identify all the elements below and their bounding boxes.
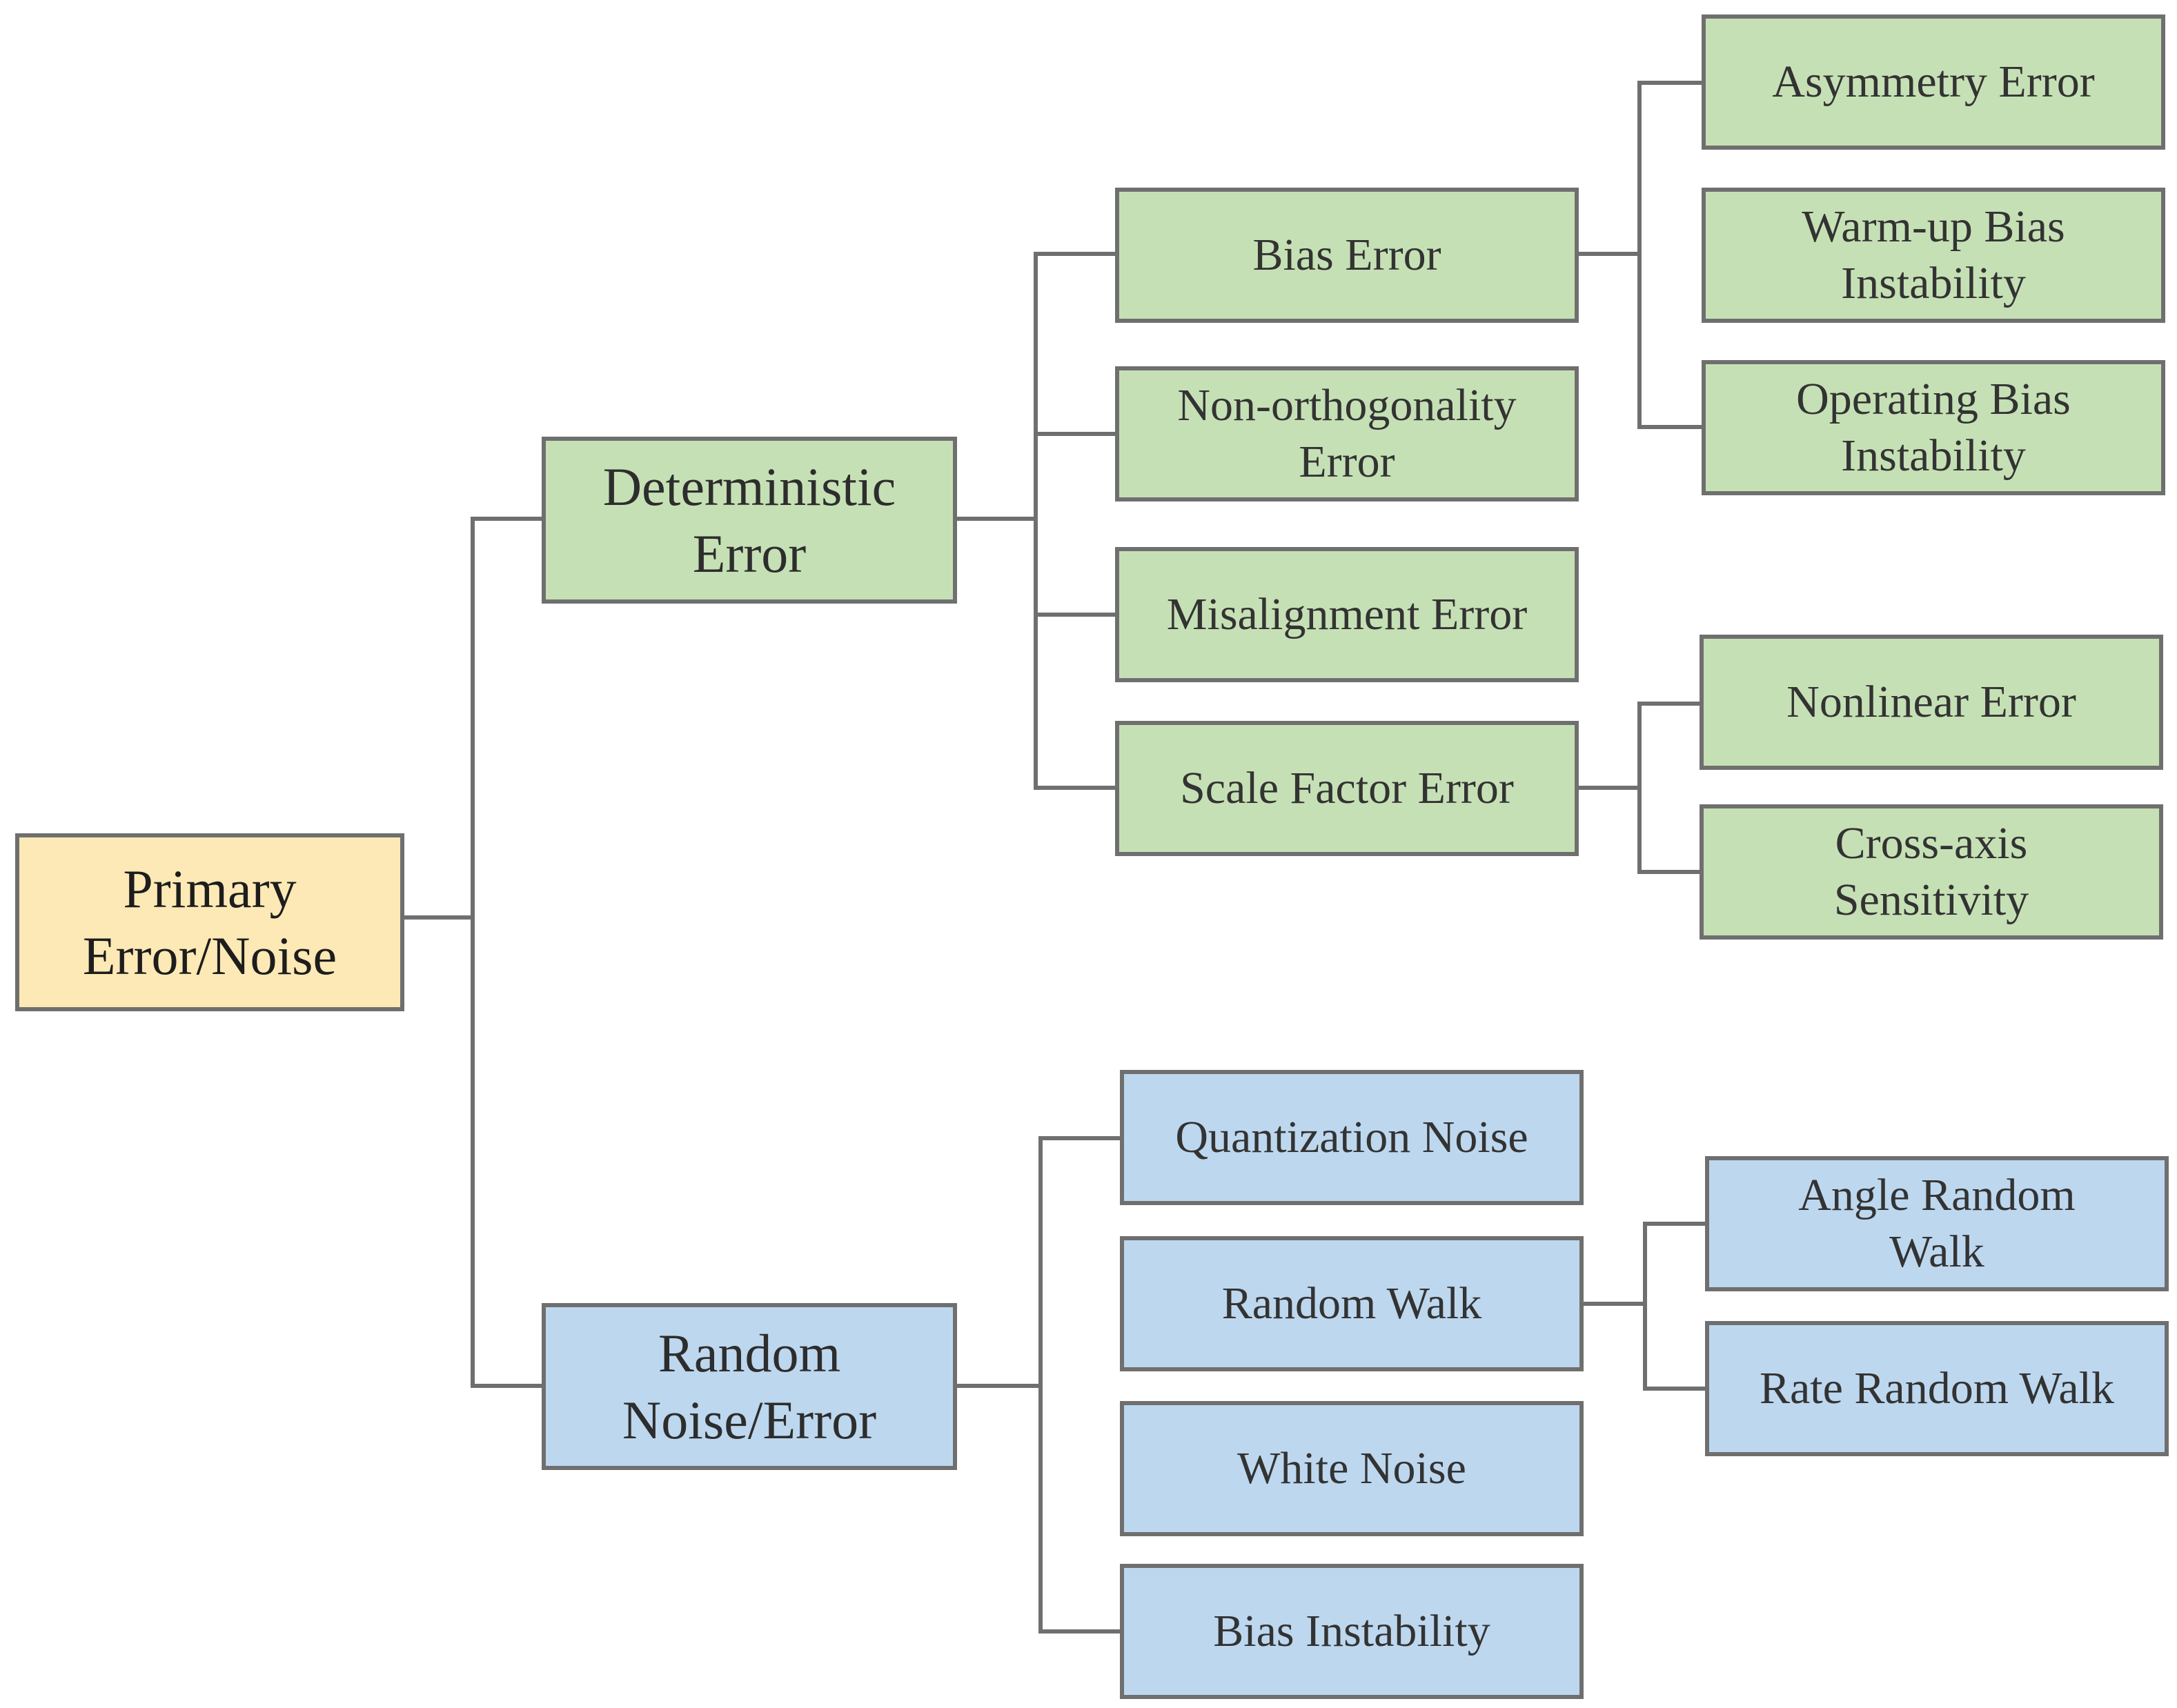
- node-label: Angle Random Walk: [1798, 1169, 2076, 1278]
- connector-line: [400, 915, 473, 920]
- connector-line: [1637, 81, 1642, 429]
- warm-up-bias-instability-node: Warm-up Bias Instability: [1702, 188, 2165, 323]
- asymmetry-error-node: Asymmetry Error: [1702, 14, 2165, 150]
- connector-line: [1643, 1387, 1706, 1391]
- connector-line: [1637, 702, 1642, 874]
- connector-line: [1577, 252, 1639, 256]
- white-noise-node: White Noise: [1120, 1401, 1584, 1536]
- operating-bias-instability-node: Operating Bias Instability: [1702, 360, 2165, 495]
- node-label: Random Noise/Error: [622, 1322, 877, 1451]
- node-label: Scale Factor Error: [1180, 762, 1514, 813]
- connector-line: [1034, 252, 1038, 790]
- connector-line: [1038, 1136, 1121, 1140]
- random-walk-node: Random Walk: [1120, 1236, 1584, 1371]
- connector-line: [1577, 786, 1639, 790]
- node-label: Bias Error: [1252, 229, 1441, 280]
- node-label: Nonlinear Error: [1786, 676, 2076, 727]
- quantization-noise-node: Quantization Noise: [1120, 1070, 1584, 1205]
- node-label: Warm-up Bias Instability: [1802, 201, 2065, 309]
- node-label: Cross-axis Sensitivity: [1833, 817, 2029, 926]
- scale-factor-error-node: Scale Factor Error: [1115, 721, 1579, 856]
- primary-error-noise-node: Primary Error/Noise: [15, 833, 404, 1011]
- bias-error-node: Bias Error: [1115, 188, 1579, 323]
- connector-line: [1637, 870, 1701, 874]
- node-label: Non-orthogonality Error: [1177, 379, 1517, 488]
- connector-line: [1637, 81, 1703, 85]
- connector-line: [1637, 425, 1703, 429]
- connector-line: [955, 1384, 1041, 1388]
- node-label: Random Walk: [1221, 1278, 1482, 1329]
- connector-line: [955, 517, 1036, 521]
- connector-line: [1034, 786, 1116, 790]
- connector-line: [1038, 1136, 1043, 1633]
- connector-line: [1038, 1629, 1121, 1633]
- node-label: Primary Error/Noise: [82, 858, 337, 986]
- random-noise-error-node: Random Noise/Error: [542, 1303, 957, 1470]
- connector-line: [471, 1384, 543, 1388]
- node-label: Asymmetry Error: [1772, 56, 2095, 107]
- misalignment-error-node: Misalignment Error: [1115, 547, 1579, 682]
- connector-line: [1581, 1302, 1645, 1306]
- angle-random-walk-node: Angle Random Walk: [1705, 1156, 2169, 1291]
- cross-axis-sensitivity-node: Cross-axis Sensitivity: [1700, 804, 2163, 940]
- node-label: Rate Random Walk: [1759, 1362, 2115, 1413]
- nonlinear-error-node: Nonlinear Error: [1700, 635, 2163, 770]
- connector-line: [1034, 252, 1116, 256]
- connector-line: [1637, 702, 1701, 706]
- node-label: Quantization Noise: [1175, 1111, 1528, 1162]
- node-label: Operating Bias Instability: [1796, 373, 2071, 481]
- node-label: Deterministic Error: [602, 456, 896, 584]
- deterministic-error-node: Deterministic Error: [542, 437, 957, 604]
- node-label: White Noise: [1237, 1442, 1466, 1493]
- node-label: Bias Instability: [1213, 1605, 1490, 1656]
- connector-line: [471, 517, 475, 1388]
- connector-line: [1034, 613, 1116, 617]
- connector-line: [1034, 432, 1116, 436]
- bias-instability-node: Bias Instability: [1120, 1564, 1584, 1699]
- connector-line: [1643, 1222, 1647, 1391]
- connector-line: [471, 517, 543, 521]
- connector-line: [1643, 1222, 1706, 1226]
- node-label: Misalignment Error: [1166, 588, 1528, 639]
- non-orthogonality-error-node: Non-orthogonality Error: [1115, 366, 1579, 502]
- rate-random-walk-node: Rate Random Walk: [1705, 1321, 2169, 1456]
